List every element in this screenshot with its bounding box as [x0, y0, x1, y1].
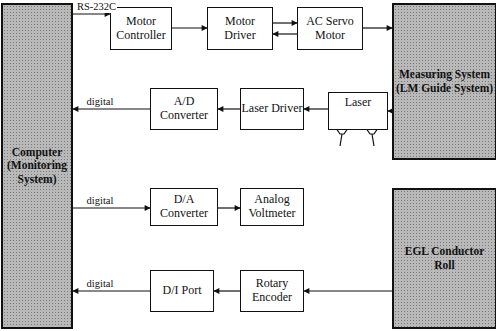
signal-label: RS-232C	[76, 1, 117, 13]
process-box: Analog Voltmeter	[240, 188, 304, 226]
box-text: Laser	[345, 96, 372, 110]
connector-arrow	[273, 22, 297, 23]
laser-box: Laser	[328, 92, 388, 130]
connector-arrow	[218, 108, 240, 109]
box-text: Measuring System (LM Guide System)	[394, 68, 495, 94]
box-text: Analog Voltmeter	[241, 193, 303, 221]
connector-arrow	[304, 108, 328, 109]
box-text: Laser Driver	[242, 102, 303, 116]
connector-arrow	[172, 27, 207, 28]
box-text: Motor Driver	[208, 15, 272, 43]
signal-label: digital	[86, 96, 115, 108]
process-box: Laser Driver	[240, 88, 304, 130]
box-text: Rotary Encoder	[241, 277, 303, 305]
connector-arrow	[363, 27, 392, 28]
box-text: D/I Port	[163, 284, 202, 298]
box-text: Computer (Monitoring System)	[3, 146, 71, 186]
measuring-panel: Measuring System (LM Guide System)	[392, 3, 496, 160]
connector-arrow	[73, 290, 150, 291]
connector-arrow	[73, 108, 150, 109]
connector-arrow	[304, 290, 392, 291]
laser-beam	[372, 134, 374, 146]
process-box: Motor Driver	[207, 7, 273, 50]
connector-arrow	[214, 290, 240, 291]
process-box: D/I Port	[150, 270, 214, 312]
connector-arrow	[73, 207, 150, 208]
process-box: A/D Converter	[150, 88, 218, 130]
signal-label: digital	[86, 195, 115, 207]
computer-panel: Computer (Monitoring System)	[1, 3, 73, 329]
box-text: A/D Converter	[151, 95, 217, 123]
box-text: D/A Converter	[151, 193, 217, 221]
box-text: EGL Conductor Roll	[394, 245, 495, 271]
connector-arrow	[273, 33, 297, 34]
connector-arrow	[218, 207, 240, 208]
laser-beam	[340, 134, 342, 146]
connector-arrow	[73, 13, 110, 14]
process-box: AC Servo Motor	[297, 7, 363, 50]
process-box: Motor Controller	[110, 7, 172, 50]
roll-panel: EGL Conductor Roll	[392, 188, 496, 329]
box-text: AC Servo Motor	[298, 15, 362, 43]
process-box: D/A Converter	[150, 188, 218, 226]
box-text: Motor Controller	[111, 15, 171, 43]
process-box: Rotary Encoder	[240, 270, 304, 312]
signal-label: digital	[86, 278, 115, 290]
